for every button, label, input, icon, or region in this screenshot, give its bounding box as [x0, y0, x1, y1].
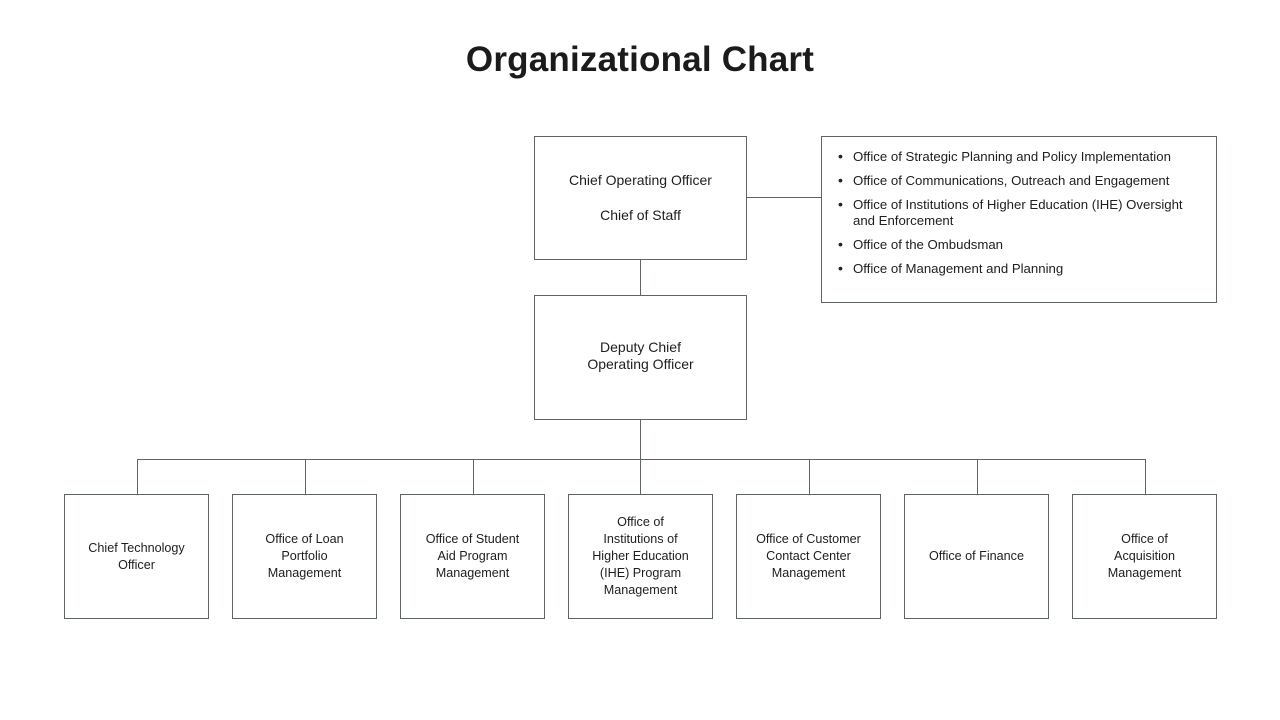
- list-item: Office of Management and Planning: [836, 260, 1202, 277]
- node-office-of-student-aid-program-management[interactable]: Office of Student Aid Program Management: [400, 494, 545, 619]
- leaf-line: Chief Technology: [88, 540, 185, 555]
- connector-drop-3: [473, 459, 474, 494]
- connector-drop-7: [1145, 459, 1146, 494]
- staff-offices-panel: Office of Strategic Planning and Policy …: [821, 136, 1217, 303]
- connector-drop-2: [305, 459, 306, 494]
- leaf-line: Management: [1107, 566, 1182, 580]
- leaf-line: Portfolio: [281, 549, 328, 563]
- connector-drop-6: [977, 459, 978, 494]
- node-deputy-chief-operating-officer[interactable]: Deputy Chief Operating Officer: [534, 295, 747, 420]
- leaf-line: Office of Customer: [756, 532, 861, 546]
- leaf-line: Office of Loan: [265, 532, 344, 546]
- leaf-line: Office of Student: [425, 532, 520, 546]
- node-deputy-line-1: Deputy Chief: [600, 339, 681, 355]
- leaf-line: Management: [435, 566, 510, 580]
- connector-drop-1: [137, 459, 138, 494]
- leaf-line: Officer: [118, 557, 155, 572]
- node-coo-line-2: Chief of Staff: [600, 207, 681, 223]
- connector-coo-to-staff-panel: [747, 197, 821, 198]
- list-item: Office of the Ombudsman: [836, 236, 1202, 253]
- node-office-of-ihe-program-management[interactable]: Office of Institutions of Higher Educati…: [568, 494, 713, 619]
- list-item: Office of Communications, Outreach and E…: [836, 172, 1202, 189]
- node-chief-operating-officer[interactable]: Chief Operating Officer Chief of Staff: [534, 136, 747, 260]
- leaf-line: Office of: [617, 515, 664, 529]
- staff-offices-list: Office of Strategic Planning and Policy …: [836, 148, 1202, 277]
- connector-distribution-bus: [137, 459, 1145, 460]
- connector-drop-4: [640, 459, 641, 494]
- leaf-line: Office of Finance: [929, 549, 1024, 563]
- leaf-line: Management: [771, 566, 846, 580]
- node-chief-technology-officer[interactable]: Chief Technology Officer: [64, 494, 209, 619]
- leaf-line: Management: [267, 566, 342, 580]
- node-office-of-finance[interactable]: Office of Finance: [904, 494, 1049, 619]
- node-coo-line-1: Chief Operating Officer: [569, 172, 712, 188]
- node-deputy-line-2: Operating Officer: [587, 356, 694, 372]
- leaf-line: Aid Program: [437, 549, 508, 563]
- connector-deputy-to-bus: [640, 420, 641, 459]
- connector-drop-5: [809, 459, 810, 494]
- node-office-of-acquisition-management[interactable]: Office of Acquisition Management: [1072, 494, 1217, 619]
- leaf-line: Contact Center: [766, 549, 851, 563]
- list-item: Office of Strategic Planning and Policy …: [836, 148, 1202, 165]
- leaf-line: Acquisition: [1114, 549, 1175, 563]
- list-item: Office of Institutions of Higher Educati…: [836, 196, 1202, 229]
- page-title: Organizational Chart: [465, 40, 815, 79]
- connector-coo-to-deputy: [640, 260, 641, 295]
- leaf-line: Institutions of: [603, 532, 678, 546]
- node-office-of-loan-portfolio-management[interactable]: Office of Loan Portfolio Management: [232, 494, 377, 619]
- leaf-line: Management: [603, 583, 678, 597]
- leaf-line: (IHE) Program: [599, 566, 682, 580]
- leaf-line: Office of: [1121, 532, 1168, 546]
- leaf-line: Higher Education: [592, 549, 689, 563]
- node-office-of-customer-contact-center-management[interactable]: Office of Customer Contact Center Manage…: [736, 494, 881, 619]
